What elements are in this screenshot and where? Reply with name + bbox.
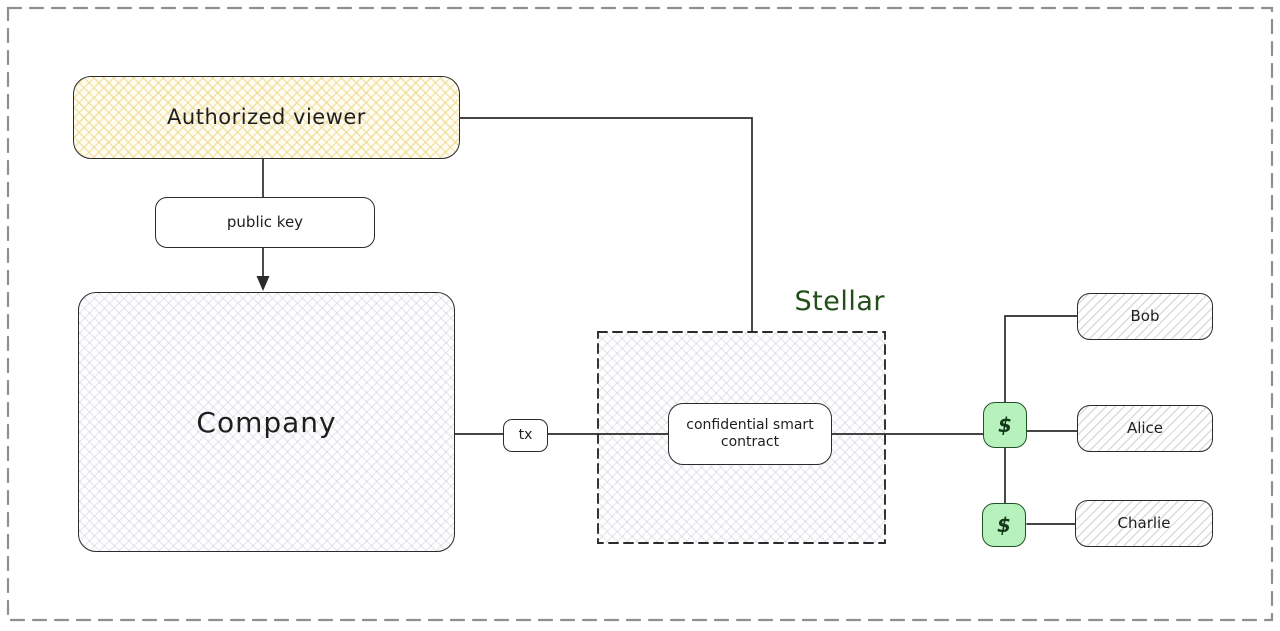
outer-dashed-frame [6,6,1274,622]
dollar-icon: $ [997,512,1011,537]
authorized-viewer-node: Authorized viewer [73,76,460,159]
connector-token-bob [1004,315,1078,403]
connector-viewer-stellar [459,117,753,333]
stellar-zone-dashed-border [597,331,886,544]
company-node: Company [78,292,455,552]
stellar-zone-label: Stellar [794,286,885,317]
token-bottom-node: $ [982,503,1026,547]
tx-node: tx [503,419,548,452]
dollar-icon: $ [998,412,1012,437]
tx-label: tx [518,426,533,443]
authorized-viewer-label: Authorized viewer [167,105,366,130]
charlie-label: Charlie [1117,514,1171,533]
token-top-node: $ [983,402,1027,448]
recipient-bob-node: Bob [1077,293,1213,340]
public-key-node: public key [155,197,375,248]
recipient-charlie-node: Charlie [1075,500,1213,547]
arrowhead-into-company [256,276,270,291]
smart-contract-node: confidential smart contract [668,403,832,465]
bob-label: Bob [1130,307,1160,326]
recipient-alice-node: Alice [1077,405,1213,452]
smart-contract-label: confidential smart contract [686,416,814,451]
public-key-label: public key [226,213,304,232]
alice-label: Alice [1126,419,1164,438]
company-label: Company [196,405,337,439]
